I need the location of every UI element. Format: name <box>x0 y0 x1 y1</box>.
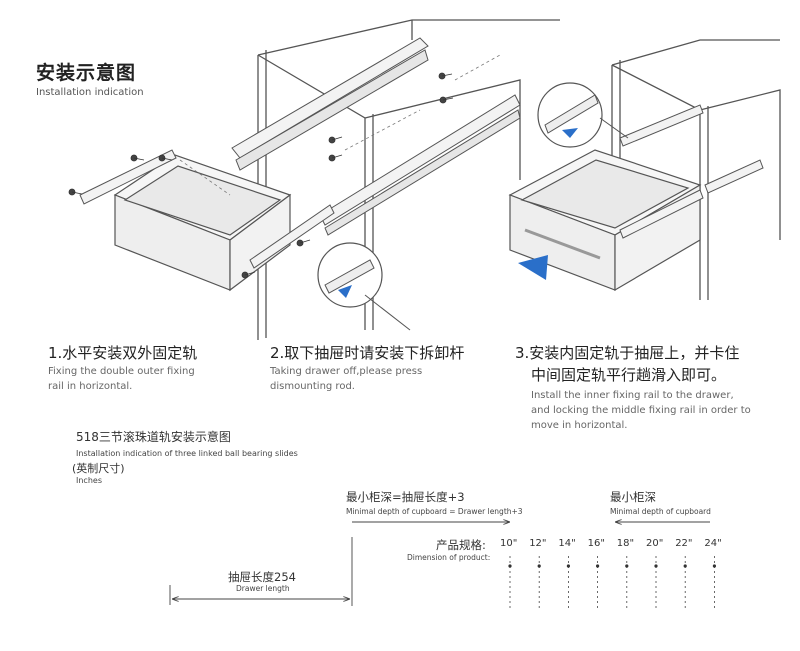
step-2-desc-line: Taking drawer off,please press <box>270 366 423 377</box>
min-depth-label-en: Minimal depth of cupboard <box>610 507 711 516</box>
size-label: 24" <box>704 538 722 549</box>
product-dimension-label: 产品规格: <box>436 538 486 552</box>
drawer-left <box>113 154 292 292</box>
size-label: 14" <box>558 538 576 549</box>
spec-title: 518三节滚珠道轨安装示意图 <box>76 430 231 444</box>
detail-circle-right <box>537 82 629 148</box>
size-label: 18" <box>616 538 635 549</box>
step-3-title-line: 中间固定轨平行趟滑入即可。 <box>531 366 727 384</box>
min-depth-formula-en: Minimal depth of cupboard = Drawer lengt… <box>346 507 523 516</box>
cabinet-frame-left <box>257 19 560 340</box>
upper-cabinet-rail <box>231 37 429 171</box>
min-depth-label: 最小柜深 <box>610 490 656 504</box>
step-2-title: 2.取下抽屉时请安装下拆卸杆 <box>270 344 465 362</box>
size-tick-dot <box>654 564 658 568</box>
drawer-right-rail <box>619 104 764 239</box>
step-3-title-line: 3.安装内固定轨于抽屉上，并卡住 <box>515 344 740 362</box>
screws <box>68 72 454 279</box>
drawer-right <box>508 149 702 292</box>
page-subtitle: Installation indication <box>36 87 144 98</box>
lower-cabinet-rail <box>319 94 521 236</box>
size-label: 12" <box>529 538 547 549</box>
push-direction-arrow <box>518 255 548 280</box>
min-depth-formula: 最小柜深=抽屉长度+3 <box>346 490 465 504</box>
spec-unit: (英制尺寸) <box>72 462 125 475</box>
size-tick-dot <box>566 564 571 568</box>
drawer-length-label-en: Drawer length <box>236 584 290 593</box>
size-tick-dot <box>712 564 717 568</box>
size-label: 22" <box>675 538 693 549</box>
size-label: 10" <box>500 538 518 549</box>
step-3-desc-line: move in horizontal. <box>531 420 628 431</box>
size-tick-dot <box>537 564 541 568</box>
step-1-desc: Fixing the double outer fixing rail in h… <box>48 364 248 394</box>
step-1-desc-line: rail in horizontal. <box>48 381 133 392</box>
size-tick-dot <box>596 564 600 568</box>
step-3-title: 3.安装内固定轨于抽屉上，并卡住 中间固定轨平行趟滑入即可。 <box>515 342 739 386</box>
step-2-desc: Taking drawer off,please press dismounti… <box>270 364 470 394</box>
step-3-desc-line: Install the inner fixing rail to the dra… <box>531 390 734 401</box>
step-1-desc-line: Fixing the double outer fixing <box>48 366 195 377</box>
size-tick-dot <box>683 564 687 568</box>
spec-subtitle: Installation indication of three linked … <box>76 449 298 458</box>
dimension-lines <box>169 522 710 606</box>
drawer-length-label: 抽屉长度254 <box>228 570 296 584</box>
drawer-side-rail <box>79 149 335 269</box>
page-title: 安装示意图 <box>36 62 137 84</box>
step-3-desc: Install the inner fixing rail to the dra… <box>531 388 771 433</box>
detail-circle-left <box>317 242 411 331</box>
size-label: 16" <box>587 538 605 549</box>
size-tick-dot <box>508 564 512 568</box>
spec-unit-en: Inches <box>76 476 102 485</box>
step-1-title: 1.水平安装双外固定轨 <box>48 344 198 362</box>
step-3-desc-line: and locking the middle fixing rail in or… <box>531 405 751 416</box>
product-dimension-label-en: Dimension of product: <box>407 553 491 562</box>
size-label: 20" <box>646 538 664 549</box>
size-tick-dot <box>625 564 629 568</box>
step-2-desc-line: dismounting rod. <box>270 381 355 392</box>
